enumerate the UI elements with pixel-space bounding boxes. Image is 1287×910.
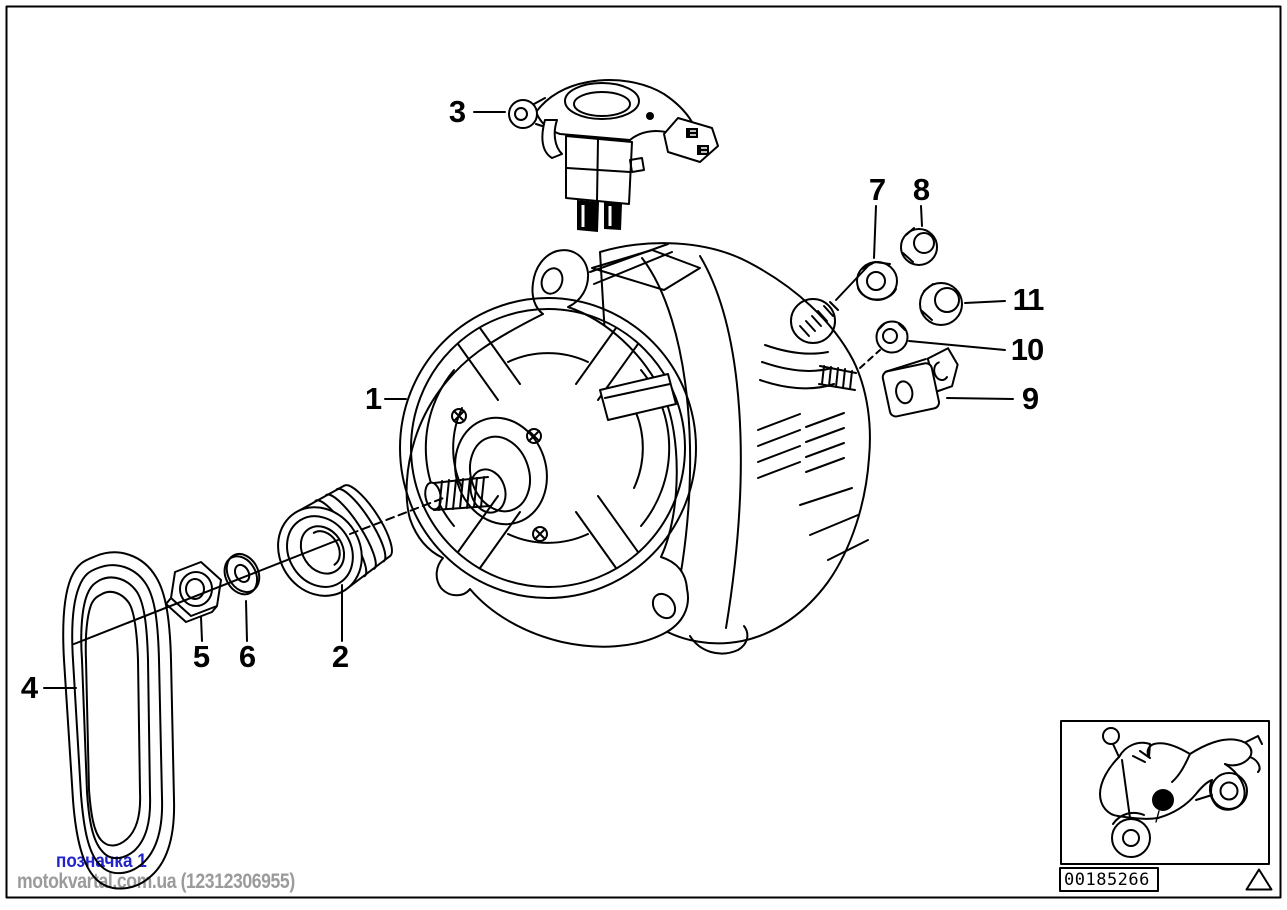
- callout-label-2: 2: [331, 639, 349, 674]
- face-screw: [532, 526, 548, 542]
- face-screw: [526, 428, 542, 444]
- callout-label-3: 3: [448, 94, 466, 129]
- callout-leader-lines: [43, 111, 1014, 689]
- page-border-frame: [5, 5, 1282, 899]
- callout-label-1: 1: [364, 381, 382, 416]
- terminal-stud-lower: [818, 365, 857, 391]
- triangle-marker-icon: [1245, 868, 1273, 891]
- image-number: 00185266: [1064, 870, 1150, 890]
- callout-label-8: 8: [912, 172, 930, 207]
- image-number-box: [1059, 867, 1159, 892]
- cap-nut-8-drawing: [900, 227, 938, 266]
- washer-drawing: [223, 552, 261, 596]
- callout-label-7: 7: [868, 172, 886, 207]
- v-belt-drawing: [62, 551, 176, 890]
- flange-nut-7-drawing: [856, 261, 898, 301]
- callout-label-6: 6: [238, 639, 256, 674]
- callout-label-5: 5: [192, 639, 210, 674]
- hub-ring: [454, 416, 548, 526]
- part-location-dot: [1152, 789, 1174, 811]
- callout-label-10: 10: [1010, 332, 1044, 367]
- location-box: [1059, 720, 1273, 892]
- callout-label-11: 11: [1012, 282, 1045, 317]
- alternator-drawing: [399, 242, 871, 655]
- cooling-fins: [757, 412, 845, 479]
- regulator-boss: [508, 99, 538, 129]
- nut-10-drawing: [875, 320, 909, 354]
- voltage-regulator-drawing: [508, 79, 719, 232]
- motorcycle-location-icon: [1099, 727, 1263, 858]
- shaft-nut-drawing: [165, 561, 222, 623]
- face-screw: [451, 408, 467, 424]
- regulator-connector: [663, 117, 719, 163]
- watermark-site-text: motokvartal.com.ua (12312306955): [17, 870, 295, 893]
- alternator-front-flange: [405, 249, 689, 648]
- callout-label-4: 4: [20, 670, 38, 705]
- pulley-drawing: [277, 484, 393, 597]
- terminal-stud-upper: [799, 301, 839, 337]
- mounting-hole-bottom: [651, 592, 677, 620]
- bracket-9-drawing: [881, 347, 959, 418]
- cap-nut-11-drawing: [919, 282, 963, 326]
- regulator-dome: [564, 82, 640, 120]
- center-axis-line: [73, 264, 881, 645]
- mounting-hole-top: [540, 267, 564, 295]
- connector-prong: [604, 202, 622, 230]
- connector-prong: [577, 200, 599, 232]
- callout-label-9: 9: [1021, 381, 1039, 416]
- terminal-boss: [790, 298, 836, 344]
